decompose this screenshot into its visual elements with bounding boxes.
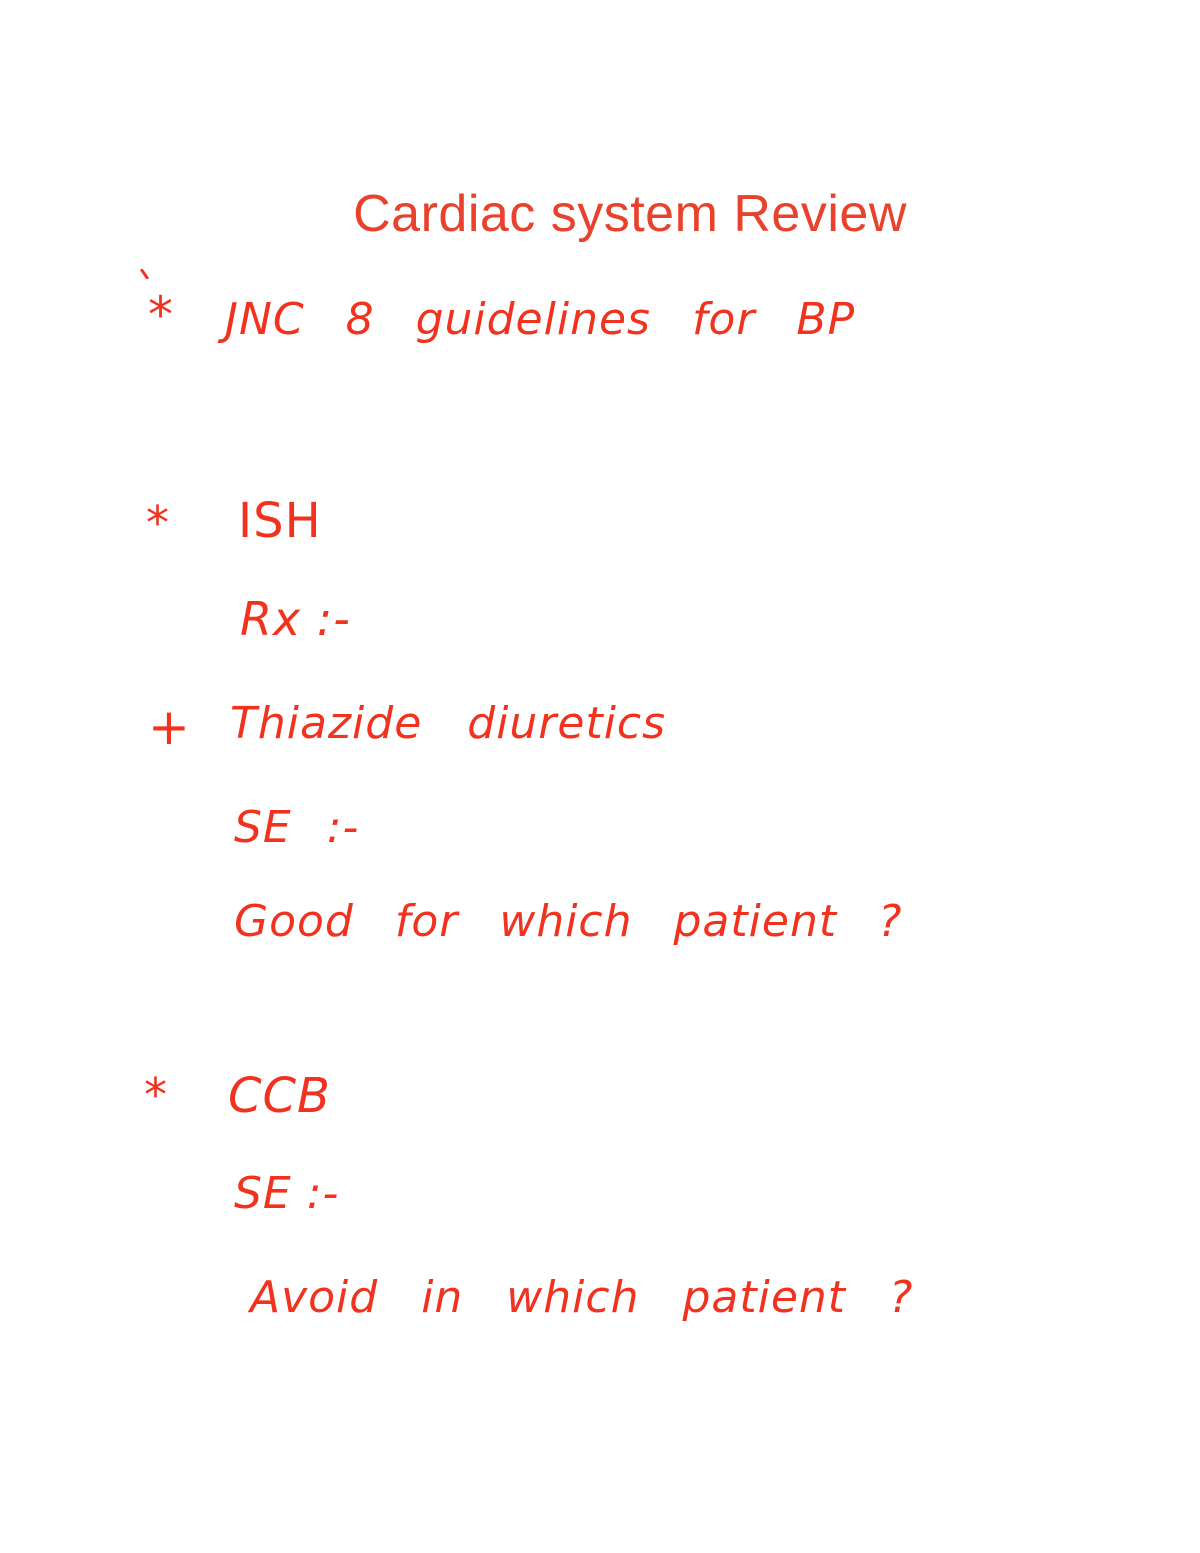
note-good-for-text: Good for which patient ?: [234, 896, 903, 947]
note-thiazide-se-text: SE :-: [234, 802, 360, 853]
note-row-ccb: *: [144, 1072, 168, 1118]
plus-bullet-icon: +: [148, 698, 191, 756]
stray-ink-mark: [139, 268, 150, 280]
note-ccb-text: CCB: [228, 1068, 331, 1124]
note-row-jnc8: *: [148, 290, 174, 340]
asterisk-bullet-icon: *: [148, 286, 174, 344]
note-row-thiazide: +: [148, 702, 191, 752]
note-row-ish: *: [146, 500, 170, 546]
note-rx-text: Rx :-: [240, 592, 351, 646]
asterisk-bullet-icon: *: [146, 496, 170, 550]
note-jnc8-text: JNC 8 guidelines for BP: [225, 294, 856, 345]
page-title: Cardiac system Review: [353, 185, 907, 243]
note-ish-text: ISH: [238, 493, 322, 549]
note-avoid-text: Avoid in which patient ?: [250, 1272, 914, 1323]
note-ccb-se-text: SE :-: [234, 1168, 340, 1219]
asterisk-bullet-icon: *: [144, 1068, 168, 1122]
note-thiazide-text: Thiazide diuretics: [230, 698, 667, 749]
